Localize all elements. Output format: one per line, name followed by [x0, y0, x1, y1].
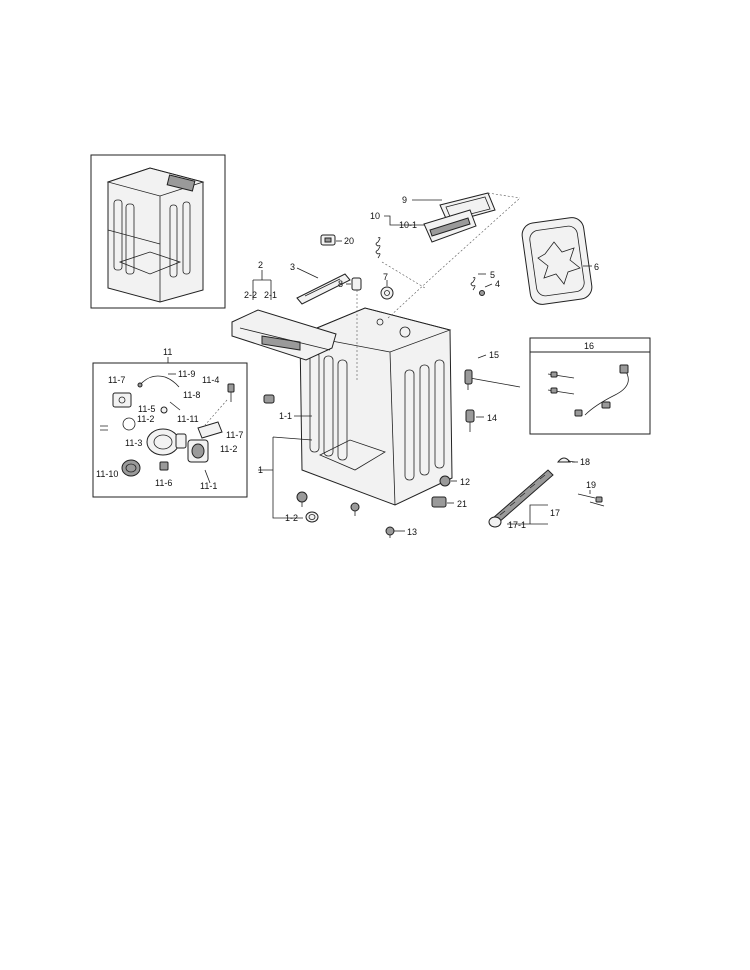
- callout-21: 21: [457, 499, 467, 509]
- inset-16-frame: [529, 337, 651, 435]
- part-17-drain-hose: [488, 469, 554, 528]
- part-2-top-panel: [231, 309, 337, 361]
- part-11-7-right-bracket: [197, 421, 223, 439]
- suspension-spring-part: [375, 237, 381, 259]
- callout-6: 6: [594, 262, 599, 272]
- callout-10: 10: [370, 211, 380, 221]
- callout-17: 17: [550, 508, 560, 518]
- callout-11: 11: [163, 347, 172, 357]
- part-11-3-pump-body: [146, 428, 187, 456]
- callout-1: 1: [258, 465, 263, 475]
- part-4: [479, 290, 485, 296]
- small-clip-part: [263, 394, 275, 404]
- part-7: [380, 286, 394, 300]
- callout-11-2-left: 11-2: [137, 414, 154, 424]
- part-15-rod: [464, 369, 521, 390]
- callout-1-2: 1-2: [285, 513, 298, 523]
- part-16-cable: [574, 364, 629, 417]
- callout-11-7-top: 11-7: [108, 375, 125, 385]
- callout-7: 7: [383, 272, 388, 282]
- part-11-7-top-bracket: [112, 392, 132, 408]
- part-11-8: [169, 401, 181, 411]
- part-12: [439, 475, 451, 487]
- top-panel-group: 2 2-2 2-1 3: [231, 260, 351, 361]
- cabinet-drawing: [298, 307, 453, 506]
- callout-11-6: 11-6: [155, 478, 172, 488]
- callout-11-11: 11-11: [177, 414, 199, 424]
- callout-4: 4: [495, 279, 500, 289]
- callout-19: 19: [586, 480, 596, 490]
- inset-cabinet-drawing: [106, 167, 205, 303]
- part-11-10-filter: [121, 459, 141, 477]
- part-16-bracket-bottom: [547, 387, 575, 395]
- callout-11-7-right: 11-7: [226, 430, 243, 440]
- foot-1-2-part: [305, 511, 319, 523]
- callout-15: 15: [489, 350, 499, 360]
- main-cabinet-group: 1 1-1 1-2: [258, 307, 453, 523]
- part-18: [556, 457, 576, 463]
- part-20: [320, 234, 336, 246]
- drawer-group: 9 10 10-1: [370, 192, 521, 319]
- callout-9: 9: [402, 195, 407, 205]
- callout-8: 8: [338, 279, 343, 289]
- callout-11-10: 11-10: [96, 469, 118, 479]
- foot-center-part: [350, 502, 360, 516]
- callout-11-5: 11-5: [138, 404, 155, 414]
- callout-3: 3: [290, 262, 295, 272]
- callout-16: 16: [584, 341, 594, 351]
- callout-12: 12: [460, 477, 470, 487]
- callout-10-1: 10-1: [399, 220, 417, 230]
- inset-overview-frame: [90, 154, 226, 309]
- cabinet-feet-group: 12 13 21: [263, 394, 470, 538]
- part-11-2-right-motor: [187, 439, 209, 463]
- part-5: [470, 277, 476, 291]
- part-13: [385, 526, 395, 538]
- callout-2-1: 2-1: [264, 290, 277, 300]
- callout-14: 14: [487, 413, 497, 423]
- part-14: [465, 409, 475, 432]
- part-11-6: [159, 461, 169, 471]
- callout-11-1: 11-1: [200, 481, 217, 491]
- part-11-2-left-clamp: [122, 417, 136, 431]
- callout-11-2-right: 11-2: [220, 444, 237, 454]
- inset-11-frame: [92, 362, 248, 498]
- part-16-bracket-top: [547, 371, 575, 379]
- callout-2-2: 2-2: [244, 290, 257, 300]
- part-3: [296, 273, 351, 305]
- callout-11-4: 11-4: [202, 375, 219, 385]
- part-19: [577, 493, 605, 507]
- callout-11-3: 11-3: [125, 438, 142, 448]
- callout-11-8: 11-8: [183, 390, 200, 400]
- part-10-drawer: [423, 209, 477, 243]
- callout-13: 13: [407, 527, 417, 537]
- inset-group-16: 16: [529, 337, 651, 435]
- part-11-9-wire: [137, 375, 180, 388]
- callout-20: 20: [344, 236, 354, 246]
- part-8: [351, 277, 362, 291]
- part-6-door-boot: [521, 217, 593, 305]
- part-21: [431, 496, 447, 508]
- inset-overview-group: [90, 154, 226, 309]
- callout-2: 2: [258, 260, 263, 270]
- callout-18: 18: [580, 457, 590, 467]
- callout-17-1: 17-1: [508, 520, 526, 530]
- inset-group-11: 11 11-7 11-9 11-4 11-8 11-5 11-2 11-11 1…: [92, 347, 248, 498]
- part-11-5: [160, 406, 168, 414]
- part-11-4: [227, 383, 235, 402]
- callout-11-9: 11-9: [178, 369, 195, 379]
- foot-part: [296, 491, 308, 507]
- callout-1-1: 1-1: [279, 411, 292, 421]
- callout-5: 5: [490, 270, 495, 280]
